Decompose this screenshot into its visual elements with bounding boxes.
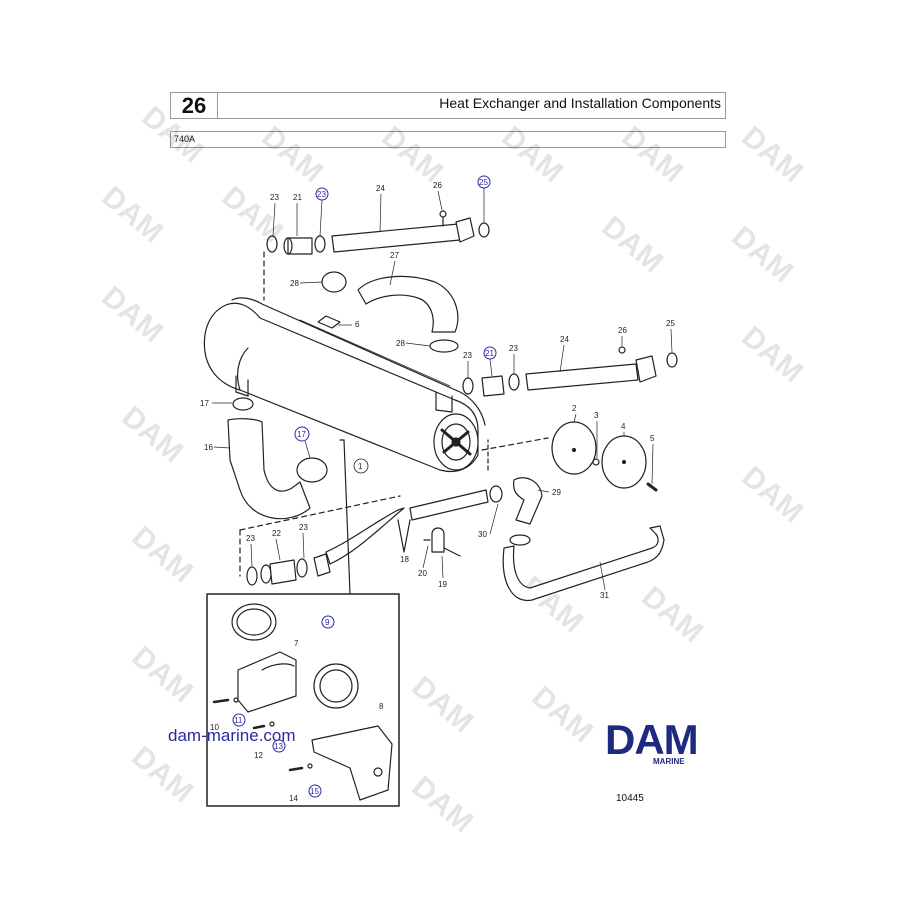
watermark: DAM [736, 320, 810, 389]
watermark: DAM [96, 180, 170, 249]
callout-28: 28 [396, 339, 405, 348]
watermark: DAM [216, 180, 290, 249]
callout-labels: 1 2 3 4 5 6 7 8 9 10 11 12 13 14 15 16 1… [200, 178, 675, 803]
watermark: DAM [526, 680, 600, 749]
callout-6: 6 [355, 320, 360, 329]
watermark: DAM [126, 740, 200, 809]
callout-12: 12 [254, 751, 263, 760]
callout-23: 23 [246, 534, 255, 543]
callout-29: 29 [552, 488, 561, 497]
watermark: DAM [96, 280, 170, 349]
callout-26: 26 [618, 326, 627, 335]
callout-24: 24 [376, 184, 385, 193]
callout-11: 11 [234, 716, 243, 725]
middle-pipe [325, 477, 543, 565]
figure-number: 10445 [616, 793, 644, 804]
leader-lines [212, 188, 673, 591]
callout-23: 23 [270, 193, 279, 202]
callout-2: 2 [572, 404, 577, 413]
end-covers [481, 421, 658, 492]
callout-17-highlight: 17 [297, 430, 306, 439]
callout-23: 23 [299, 523, 308, 532]
watermark: DAM [616, 120, 690, 189]
callout-1: 1 [358, 462, 363, 471]
lower-left-hose [239, 495, 401, 586]
callout-15: 15 [310, 787, 319, 796]
page-header: 26 Heat Exchanger and Installation Compo… [170, 92, 726, 119]
callout-9: 9 [325, 618, 330, 627]
callout-24: 24 [560, 335, 569, 344]
callout-23: 23 [509, 344, 518, 353]
page-title: Heat Exchanger and Installation Componen… [439, 95, 721, 111]
callout-7: 7 [294, 639, 299, 648]
callout-30: 30 [478, 530, 487, 539]
watermark: DAM [596, 210, 670, 279]
callout-10: 10 [210, 723, 219, 732]
callout-20: 20 [418, 569, 427, 578]
callout-8: 8 [379, 702, 384, 711]
watermark: DAM [256, 120, 330, 189]
long-lower-pipe [502, 525, 665, 601]
watermark: DAM [406, 670, 480, 739]
watermark: DAM [126, 520, 200, 589]
dam-logo: DAM [605, 716, 699, 763]
model-label: 740A [170, 131, 726, 148]
callout-18: 18 [400, 555, 409, 564]
callout-5: 5 [650, 434, 655, 443]
watermark: DAM [406, 770, 480, 839]
watermark: DAM [736, 120, 810, 189]
callout-25: 25 [666, 319, 675, 328]
dam-logo-subtitle: MARINE [653, 757, 685, 766]
watermark: DAM [376, 120, 450, 189]
callout-21-highlight: 21 [485, 349, 494, 358]
watermark: DAM [636, 580, 710, 649]
watermark: DAM [726, 220, 800, 289]
callout-23: 23 [463, 351, 472, 360]
site-link[interactable]: dam-marine.com [168, 726, 296, 745]
callout-19: 19 [438, 580, 447, 589]
callout-25-highlight: 25 [479, 178, 488, 187]
callout-22: 22 [272, 529, 281, 538]
section-number: 26 [171, 93, 218, 118]
inset-detail [206, 593, 400, 807]
callout-21: 21 [293, 193, 302, 202]
callout-23-highlight: 23 [317, 190, 326, 199]
callout-circle-main [353, 458, 369, 474]
watermark: DAM [736, 460, 810, 529]
callout-28: 28 [290, 279, 299, 288]
callout-31: 31 [600, 591, 609, 600]
upper-hose-assembly [263, 210, 490, 353]
callout-17: 17 [200, 399, 209, 408]
watermark: DAM [116, 400, 190, 469]
callout-16: 16 [204, 443, 213, 452]
callout-14: 14 [289, 794, 298, 803]
right-pipe-assembly [462, 346, 678, 397]
callout-13: 13 [274, 742, 283, 751]
left-elbow-hose [227, 397, 328, 520]
watermark: DAM [136, 100, 210, 169]
watermark: DAM [126, 640, 200, 709]
heat-exchanger-body [203, 297, 486, 473]
watermark: DAM [496, 120, 570, 189]
callout-26: 26 [433, 181, 442, 190]
callout-3: 3 [594, 411, 599, 420]
callout-27: 27 [390, 251, 399, 260]
callout-4: 4 [621, 422, 626, 431]
